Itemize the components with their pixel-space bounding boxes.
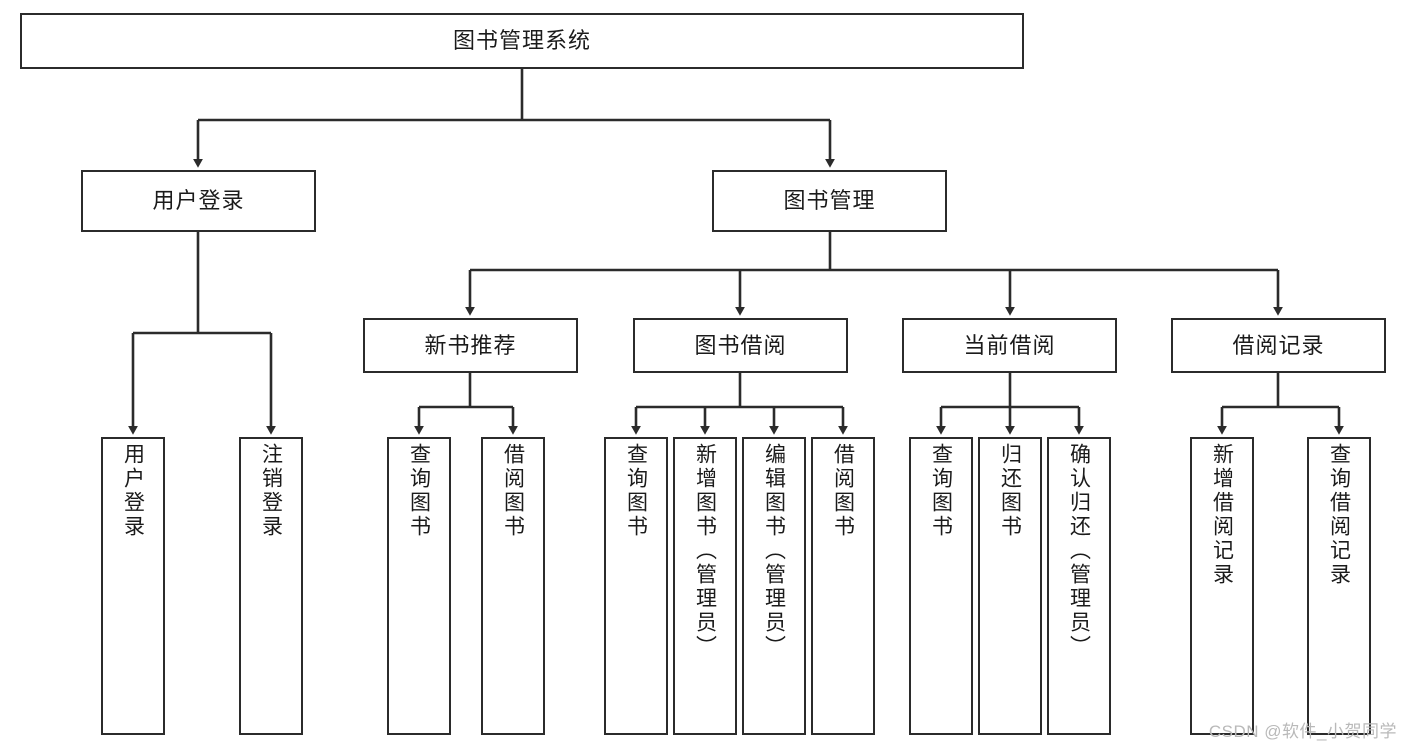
leaf-label: 借阅图书 bbox=[501, 443, 525, 539]
node-book-borrow[interactable]: 图书借阅 bbox=[633, 318, 848, 373]
node-root-label: 图书管理系统 bbox=[452, 28, 591, 54]
leaf-node[interactable]: 新增借阅记录 bbox=[1190, 437, 1254, 735]
node-user-login[interactable]: 用户登录 bbox=[81, 170, 316, 232]
leaf-node[interactable]: 查询图书 bbox=[909, 437, 973, 735]
leaf-node[interactable]: 查询图书 bbox=[604, 437, 668, 735]
leaf-label: 查询借阅记录 bbox=[1327, 443, 1351, 587]
leaf-label: 新增图书（管理员） bbox=[693, 443, 717, 659]
leaf-node[interactable]: 确认归还（管理员） bbox=[1047, 437, 1111, 735]
leaf-node[interactable]: 归还图书 bbox=[978, 437, 1042, 735]
leaf-label: 归还图书 bbox=[998, 443, 1022, 539]
leaf-node[interactable]: 借阅图书 bbox=[811, 437, 875, 735]
leaf-label: 注销登录 bbox=[259, 443, 283, 539]
node-root[interactable]: 图书管理系统 bbox=[20, 13, 1024, 69]
leaf-label: 新增借阅记录 bbox=[1210, 443, 1234, 587]
node-user-login-label: 用户登录 bbox=[152, 188, 245, 214]
leaf-label: 查询图书 bbox=[929, 443, 953, 539]
leaf-node[interactable]: 注销登录 bbox=[239, 437, 303, 735]
leaf-label: 用户登录 bbox=[121, 443, 145, 539]
node-new-book-recommend-label: 新书推荐 bbox=[424, 332, 517, 358]
node-current-borrow-label: 当前借阅 bbox=[963, 332, 1056, 358]
leaf-node[interactable]: 编辑图书（管理员） bbox=[742, 437, 806, 735]
node-book-management[interactable]: 图书管理 bbox=[712, 170, 947, 232]
leaf-label: 查询图书 bbox=[624, 443, 648, 539]
leaf-node[interactable]: 查询图书 bbox=[387, 437, 451, 735]
node-book-borrow-label: 图书借阅 bbox=[694, 332, 787, 358]
node-current-borrow[interactable]: 当前借阅 bbox=[902, 318, 1117, 373]
leaf-node[interactable]: 新增图书（管理员） bbox=[673, 437, 737, 735]
node-borrow-record-label: 借阅记录 bbox=[1232, 332, 1325, 358]
watermark-text: CSDN @软件_小贺同学 bbox=[1208, 722, 1397, 741]
node-borrow-record[interactable]: 借阅记录 bbox=[1171, 318, 1386, 373]
leaf-node[interactable]: 借阅图书 bbox=[481, 437, 545, 735]
leaf-label: 查询图书 bbox=[407, 443, 431, 539]
leaf-label: 借阅图书 bbox=[831, 443, 855, 539]
leaf-node[interactable]: 查询借阅记录 bbox=[1307, 437, 1371, 735]
leaf-label: 确认归还（管理员） bbox=[1067, 443, 1091, 659]
leaf-label: 编辑图书（管理员） bbox=[762, 443, 786, 659]
leaf-node[interactable]: 用户登录 bbox=[101, 437, 165, 735]
node-book-management-label: 图书管理 bbox=[783, 188, 876, 214]
node-new-book-recommend[interactable]: 新书推荐 bbox=[363, 318, 578, 373]
